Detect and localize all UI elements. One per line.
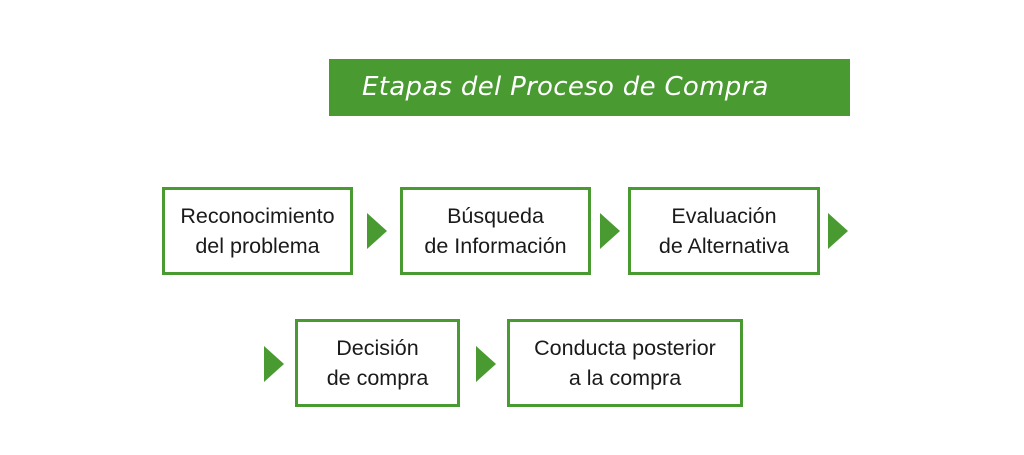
step-label-line2: de compra bbox=[326, 366, 429, 390]
step-reconocimiento: Reconocimiento del problema bbox=[162, 187, 353, 275]
triangle-right-icon bbox=[367, 213, 387, 249]
step-evaluacion: Evaluación de Alternativa bbox=[628, 187, 820, 275]
step-busqueda: Búsqueda de Información bbox=[400, 187, 591, 275]
step-label-line1: Búsqueda bbox=[447, 204, 544, 228]
diagram-title: Etapas del Proceso de Compra bbox=[362, 72, 769, 102]
step-label-line2: de Alternativa bbox=[658, 234, 790, 258]
step-conducta-posterior: Conducta posterior a la compra bbox=[507, 319, 743, 407]
triangle-right-icon bbox=[476, 346, 496, 382]
triangle-right-icon bbox=[264, 346, 284, 382]
step-label-line1: Decisión bbox=[336, 336, 419, 360]
triangle-right-icon bbox=[600, 213, 620, 249]
step-decision: Decisión de compra bbox=[295, 319, 460, 407]
step-label-line2: de Información bbox=[424, 234, 567, 258]
step-label-line1: Reconocimiento bbox=[180, 204, 335, 228]
title-banner: Etapas del Proceso de Compra bbox=[329, 59, 850, 116]
step-label-line2: a la compra bbox=[568, 366, 682, 390]
triangle-right-icon bbox=[828, 213, 848, 249]
step-label-line1: Conducta posterior bbox=[534, 336, 716, 360]
step-label-line1: Evaluación bbox=[671, 204, 777, 228]
step-label-line2: del problema bbox=[195, 234, 320, 258]
